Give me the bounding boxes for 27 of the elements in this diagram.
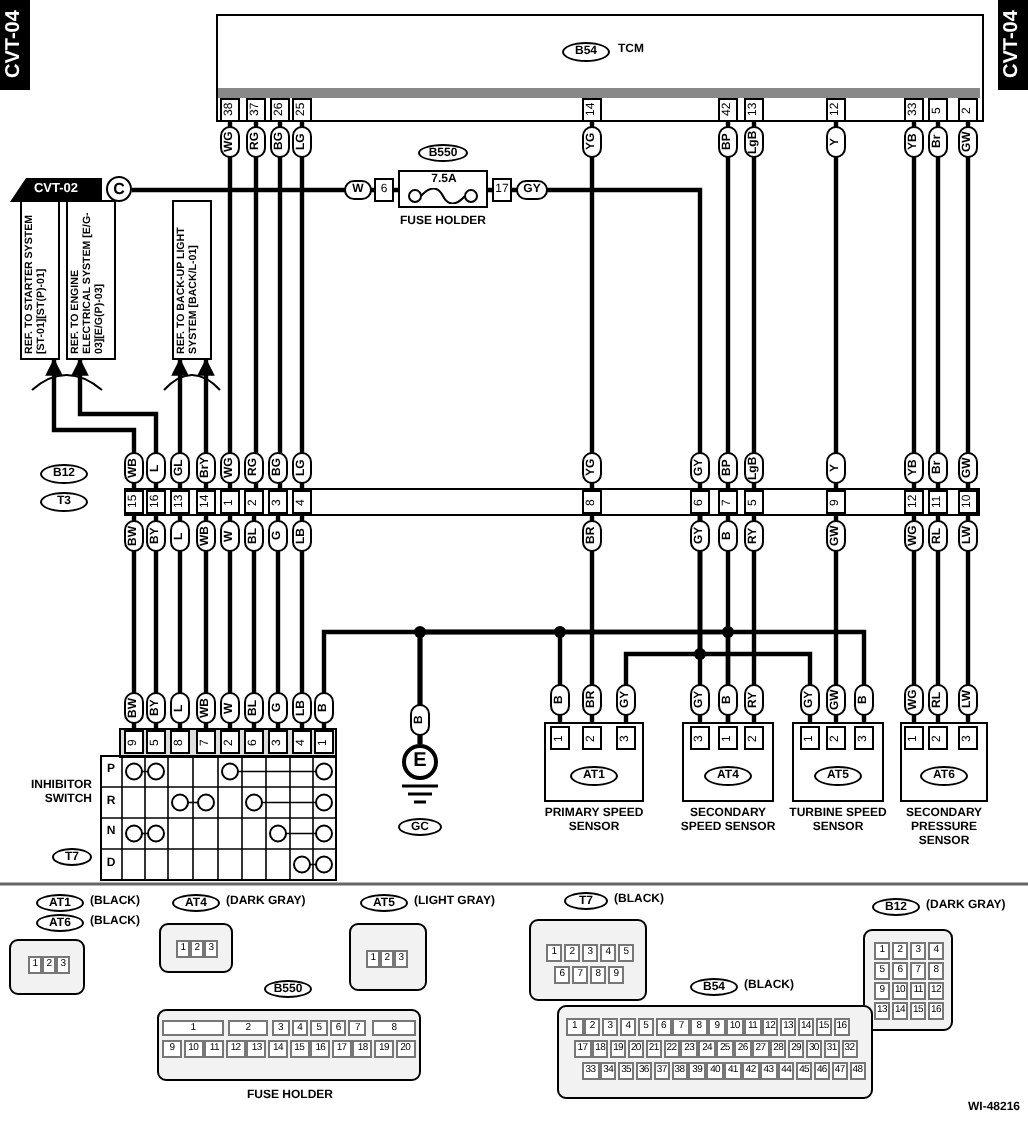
wire-arrow xyxy=(45,358,137,488)
control-module-box xyxy=(216,14,984,122)
wire xyxy=(488,187,703,488)
wire xyxy=(833,122,839,488)
wire xyxy=(299,122,305,488)
wire xyxy=(277,122,283,488)
ground-letter: E xyxy=(402,744,438,780)
connector-circle: C xyxy=(106,176,132,202)
page-tab: CVT-04 xyxy=(998,0,1028,90)
wire xyxy=(935,122,941,488)
page-tab: CVT-04 xyxy=(0,0,30,90)
wire xyxy=(227,122,233,488)
wire xyxy=(132,187,398,193)
wire xyxy=(911,122,917,488)
wire xyxy=(589,122,595,488)
wire xyxy=(725,516,731,722)
wire xyxy=(253,122,259,488)
wire xyxy=(177,516,183,728)
wire xyxy=(227,516,233,728)
wire-arrow xyxy=(71,358,159,488)
wire xyxy=(417,629,867,744)
wire xyxy=(751,516,757,722)
wire xyxy=(153,516,159,728)
wire xyxy=(725,122,731,488)
wire xyxy=(697,516,813,722)
wire xyxy=(965,122,971,488)
wire xyxy=(275,516,281,728)
